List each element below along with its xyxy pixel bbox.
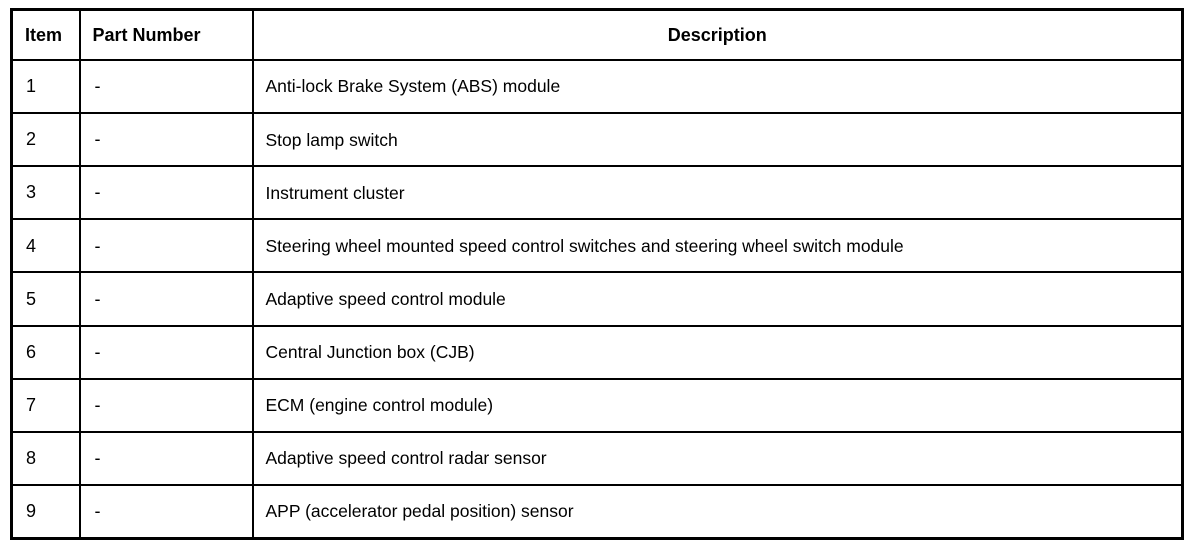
cell-item: 7 xyxy=(10,377,81,433)
table-row: 8 - Adaptive speed control radar sensor xyxy=(10,430,1184,486)
cell-part-number: - xyxy=(78,377,254,433)
column-header-item: Item xyxy=(10,8,81,61)
table-row: 6 - Central Junction box (CJB) xyxy=(10,324,1184,380)
table-row: 7 - ECM (engine control module) xyxy=(10,377,1184,433)
table-row: 4 - Steering wheel mounted speed control… xyxy=(10,218,1184,274)
table-header: Item Part Number Description xyxy=(10,8,1184,61)
header-row: Item Part Number Description xyxy=(10,8,1184,61)
cell-part-number: - xyxy=(78,218,254,274)
column-header-description: Description xyxy=(251,8,1184,61)
cell-item: 5 xyxy=(10,271,81,327)
parts-table-container: Item Part Number Description 1 - Anti-lo… xyxy=(10,8,1184,540)
cell-description: Stop lamp switch xyxy=(251,112,1184,168)
cell-description: Adaptive speed control radar sensor xyxy=(251,430,1184,486)
cell-part-number: - xyxy=(78,271,254,327)
cell-part-number: - xyxy=(78,483,254,540)
table-row: 9 - APP (accelerator pedal position) sen… xyxy=(10,483,1184,540)
cell-part-number: - xyxy=(78,324,254,380)
cell-part-number: - xyxy=(78,430,254,486)
cell-item: 1 xyxy=(10,58,81,115)
parts-legend-table: Item Part Number Description 1 - Anti-lo… xyxy=(10,8,1184,540)
cell-item: 9 xyxy=(10,483,81,540)
cell-item: 4 xyxy=(10,218,81,274)
cell-description: Adaptive speed control module xyxy=(251,271,1184,327)
table-body: 1 - Anti-lock Brake System (ABS) module … xyxy=(10,58,1184,540)
cell-description: ECM (engine control module) xyxy=(251,377,1184,433)
table-row: 2 - Stop lamp switch xyxy=(10,112,1184,168)
cell-item: 3 xyxy=(10,165,81,221)
table-row: 5 - Adaptive speed control module xyxy=(10,271,1184,327)
cell-description: Central Junction box (CJB) xyxy=(251,324,1184,380)
cell-item: 6 xyxy=(10,324,81,380)
cell-item: 8 xyxy=(10,430,81,486)
cell-item: 2 xyxy=(10,112,81,168)
cell-description: Anti-lock Brake System (ABS) module xyxy=(251,58,1184,115)
table-row: 3 - Instrument cluster xyxy=(10,165,1184,221)
cell-part-number: - xyxy=(78,58,254,115)
cell-part-number: - xyxy=(78,112,254,168)
cell-part-number: - xyxy=(78,165,254,221)
table-row: 1 - Anti-lock Brake System (ABS) module xyxy=(10,58,1184,115)
cell-description: Instrument cluster xyxy=(251,165,1184,221)
cell-description: APP (accelerator pedal position) sensor xyxy=(251,483,1184,540)
cell-description: Steering wheel mounted speed control swi… xyxy=(251,218,1184,274)
column-header-part-number: Part Number xyxy=(78,8,254,61)
